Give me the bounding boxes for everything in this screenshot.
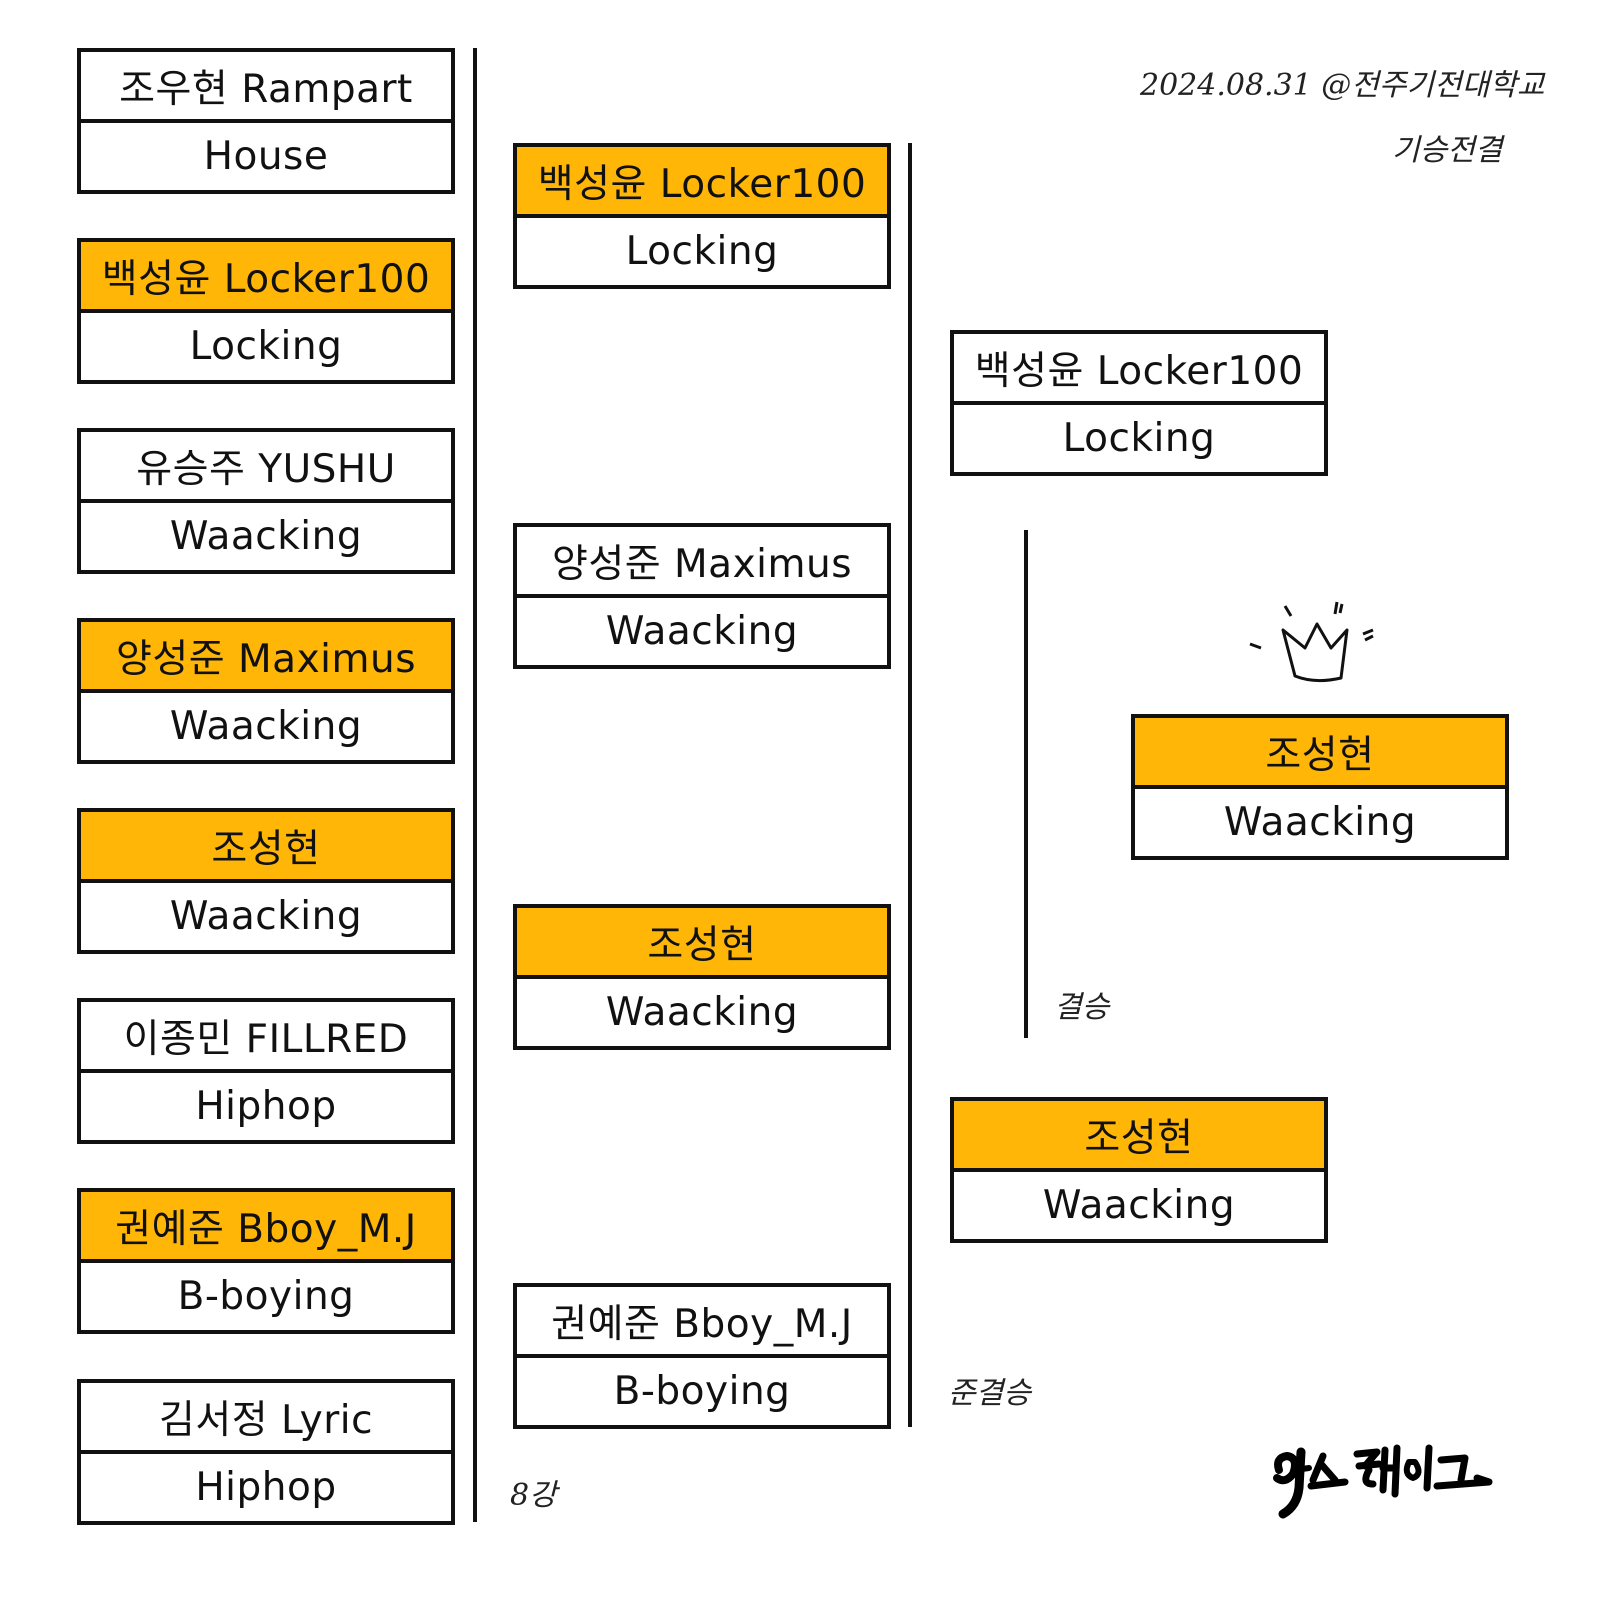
r8-card-8: 김서정 Lyric Hiphop <box>77 1379 455 1525</box>
divider-semifinal <box>908 143 912 1427</box>
dancer-genre: B-boying <box>177 1274 355 1319</box>
r8-card-4: 양성준 Maximus Waacking <box>77 618 455 764</box>
dancer-name: 조성현 <box>954 1101 1324 1172</box>
date-venue-label: 2024.08.31 @전주기전대학교 <box>1140 68 1545 103</box>
dancer-name: 조우현 Rampart <box>81 52 451 123</box>
semi-card-2: 양성준 Maximus Waacking <box>513 523 891 669</box>
dancer-genre: Hiphop <box>195 1084 337 1129</box>
dancer-genre: Hiphop <box>195 1465 337 1510</box>
dancer-name: 이종민 FILLRED <box>81 1002 451 1073</box>
divider-final <box>1024 530 1028 1038</box>
r8-card-6: 이종민 FILLRED Hiphop <box>77 998 455 1144</box>
champion-card: 조성현 Waacking <box>1131 714 1509 860</box>
dancer-name: 김서정 Lyric <box>81 1383 451 1454</box>
dancer-name: 백성윤 Locker100 <box>954 334 1324 405</box>
divider-round8 <box>473 48 477 1522</box>
r8-card-2: 백성윤 Locker100 Locking <box>77 238 455 384</box>
semi-card-4: 권예준 Bboy_M.J B-boying <box>513 1283 891 1429</box>
dancer-genre: Waacking <box>169 894 363 939</box>
semifinal-label: 준결승 <box>948 1376 1031 1411</box>
dancer-genre: Waacking <box>1042 1183 1236 1228</box>
round8-label: 8강 <box>510 1478 557 1513</box>
dancer-name: 백성윤 Locker100 <box>517 147 887 218</box>
dancer-name: 권예준 Bboy_M.J <box>81 1192 451 1263</box>
dancer-name: 조성현 <box>517 908 887 979</box>
semi-card-3: 조성현 Waacking <box>513 904 891 1050</box>
dancer-name: 백성윤 Locker100 <box>81 242 451 313</box>
dancer-genre: Waacking <box>605 609 799 654</box>
dancer-genre: Locking <box>625 229 779 274</box>
dancer-genre: Locking <box>189 324 343 369</box>
dancer-genre: House <box>203 134 329 179</box>
dancer-genre: Waacking <box>605 990 799 1035</box>
dancer-name: 권예준 Bboy_M.J <box>517 1287 887 1358</box>
dancer-genre: Locking <box>1062 416 1216 461</box>
dancer-name: 양성준 Maximus <box>517 527 887 598</box>
crown-icon <box>1249 601 1374 683</box>
dancer-name: 양성준 Maximus <box>81 622 451 693</box>
champion-name: 조성현 <box>1135 718 1505 789</box>
r8-card-5: 조성현 Waacking <box>77 808 455 954</box>
semi-card-1: 백성윤 Locker100 Locking <box>513 143 891 289</box>
dancer-name: 조성현 <box>81 812 451 883</box>
r8-card-1: 조우현 Rampart House <box>77 48 455 194</box>
dancer-genre: Waacking <box>169 704 363 749</box>
final-card-1: 백성윤 Locker100 Locking <box>950 330 1328 476</box>
r8-card-3: 유승주 YUSHU Waacking <box>77 428 455 574</box>
final-card-2: 조성현 Waacking <box>950 1097 1328 1243</box>
dancer-genre: Waacking <box>169 514 363 559</box>
dancer-genre: B-boying <box>613 1369 791 1414</box>
event-title-label: 기승전결 <box>1392 133 1503 168</box>
champion-genre: Waacking <box>1223 800 1417 845</box>
dancer-name: 유승주 YUSHU <box>81 432 451 503</box>
r8-card-7: 권예준 Bboy_M.J B-boying <box>77 1188 455 1334</box>
signature-logo <box>1273 1444 1493 1519</box>
final-label: 결승 <box>1054 990 1110 1025</box>
